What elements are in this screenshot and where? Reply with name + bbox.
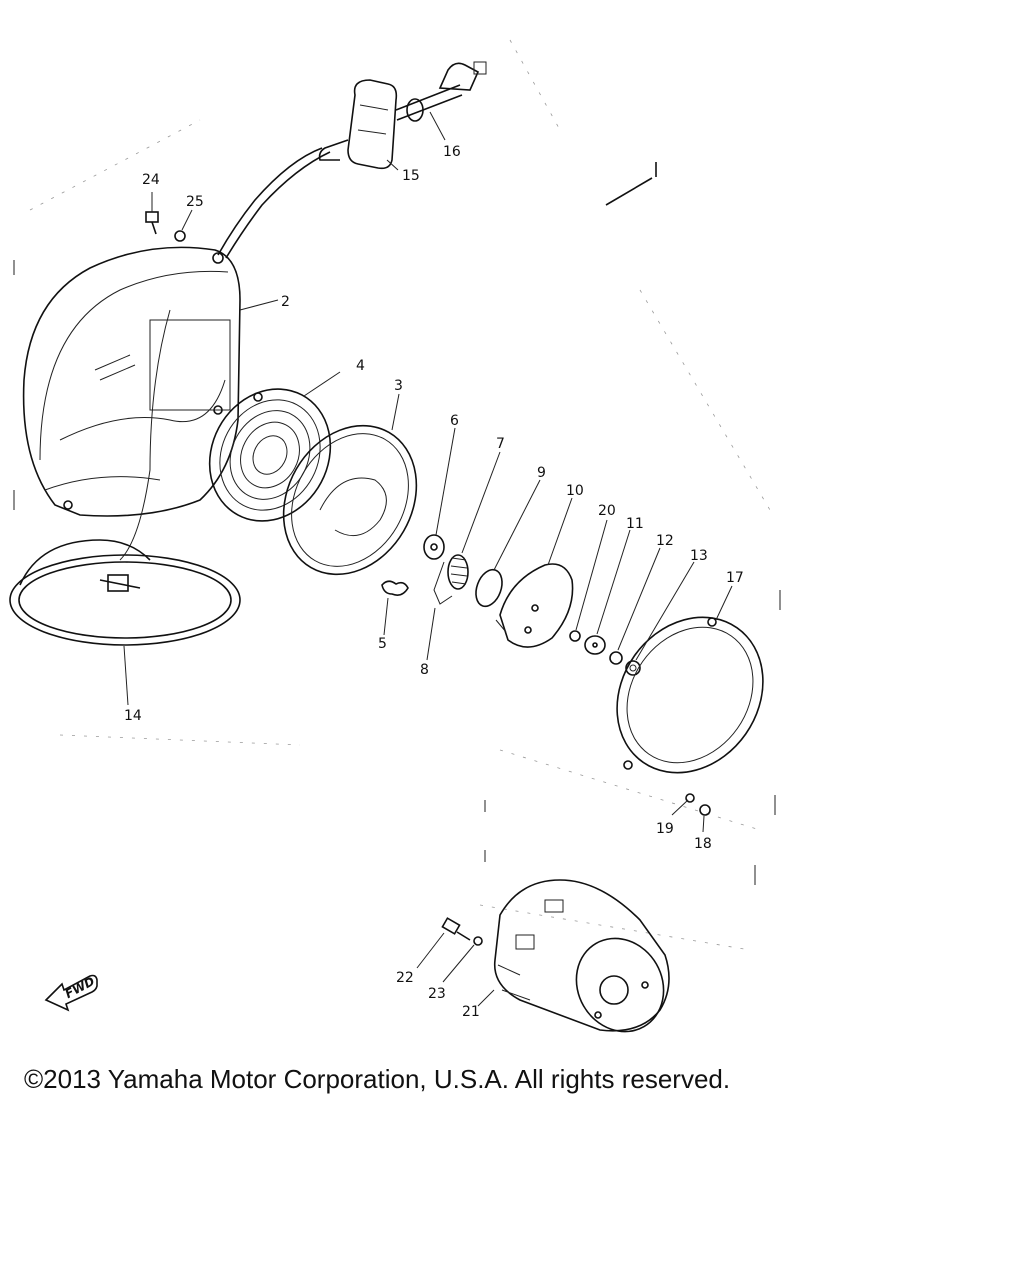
part-label-8: 8	[420, 662, 429, 678]
part-label-21: 21	[462, 1004, 480, 1020]
washer-6	[423, 534, 445, 560]
part-label-17: 17	[726, 570, 744, 586]
coil-spring	[447, 554, 469, 590]
part-label-3: 3	[394, 378, 403, 394]
part-label-14: 14	[124, 708, 142, 724]
part-label-11: 11	[626, 516, 644, 532]
retaining-ring	[475, 568, 503, 608]
starter-cup	[493, 879, 670, 1033]
washer-25	[174, 230, 186, 242]
part-1-marker	[605, 162, 657, 206]
starter-handle	[318, 61, 487, 170]
part-label-13: 13	[690, 548, 708, 564]
washer-11	[584, 635, 606, 655]
pawl	[381, 580, 409, 596]
spiral-spring	[208, 388, 332, 522]
rope-pulley	[282, 424, 418, 576]
part-label-25: 25	[186, 194, 204, 210]
friction-spring	[433, 561, 453, 605]
starter-housing	[22, 246, 241, 561]
part-label-19: 19	[656, 821, 674, 837]
part-label-12: 12	[656, 533, 674, 549]
part-label-15: 15	[402, 168, 420, 184]
washer-23	[473, 936, 483, 946]
part-label-2: 2	[281, 294, 290, 310]
exploded-parts-diagram: FWD 24 25 2 4 3 15 16 6	[9, 39, 781, 1033]
washer-20	[569, 630, 581, 642]
part-label-10: 10	[566, 483, 584, 499]
part-label-24: 24	[142, 172, 160, 188]
nut-18	[699, 804, 711, 816]
part-label-9: 9	[537, 465, 546, 481]
part-label-22: 22	[396, 970, 414, 986]
part-label-5: 5	[378, 636, 387, 652]
part-label-16: 16	[443, 144, 461, 160]
part-label-6: 6	[450, 413, 459, 429]
starter-rope-upper	[217, 147, 331, 259]
nut-13	[625, 660, 641, 676]
copyright-notice: ©2013 Yamaha Motor Corporation, U.S.A. A…	[24, 1064, 731, 1094]
rope-coil	[9, 539, 241, 646]
recoil-starter-diagram: FWD 24 25 2 4 3 15 16 6	[9, 39, 781, 1033]
background-guides	[13, 39, 781, 951]
leader-lines	[123, 111, 733, 1007]
bolt-22	[441, 917, 471, 941]
part-label-18: 18	[694, 836, 712, 852]
part-labels: 24 25 2 4 3 15 16 6 7 9 10 20 11 12 13 1…	[124, 144, 744, 1020]
washer-12	[609, 651, 623, 665]
ratchet-plate	[495, 563, 574, 648]
bolt-24	[145, 211, 159, 235]
part-label-4: 4	[356, 358, 365, 374]
part-label-20: 20	[598, 503, 616, 519]
washer-19	[685, 793, 695, 803]
fwd-arrow-icon: FWD	[44, 974, 98, 1012]
cover-ring	[616, 616, 764, 774]
part-label-7: 7	[496, 436, 505, 452]
part-label-23: 23	[428, 986, 446, 1002]
